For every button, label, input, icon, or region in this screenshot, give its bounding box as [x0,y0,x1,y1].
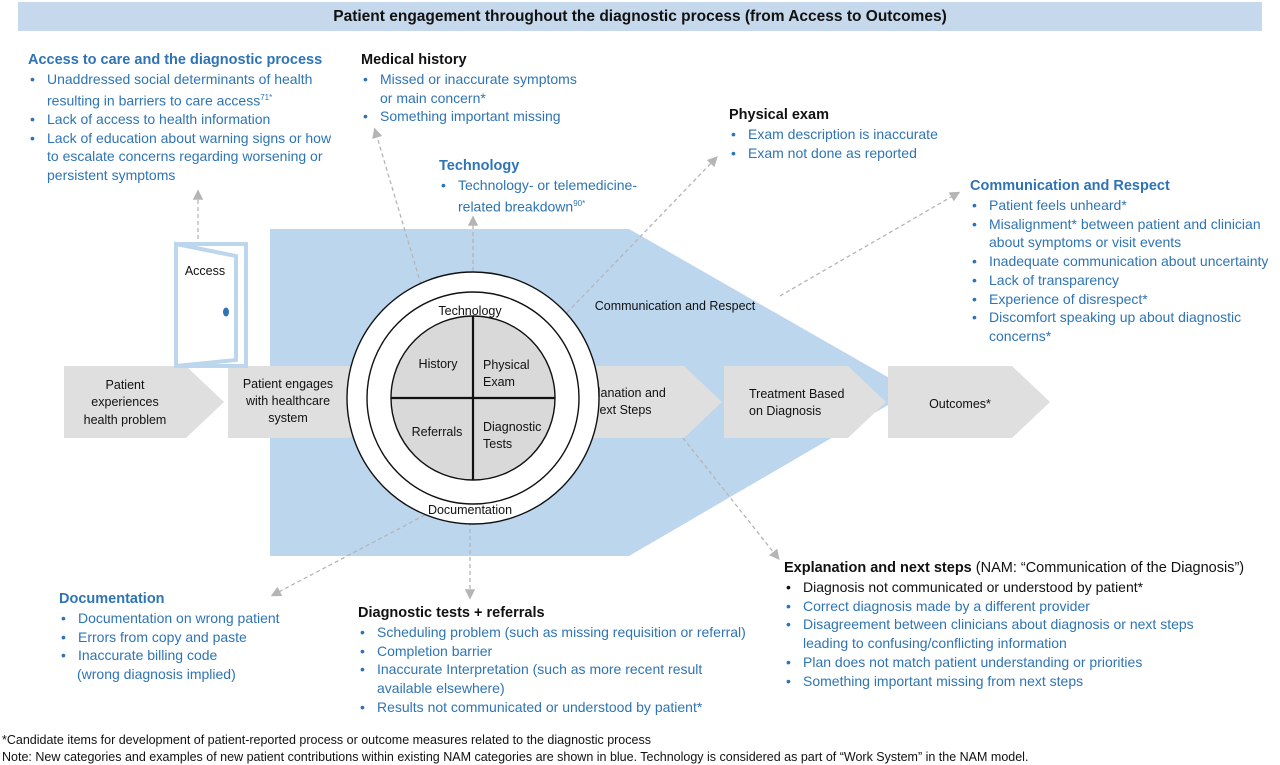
list-item: Plan does not match patient understandin… [784,653,1264,672]
chevron-1 [64,366,224,438]
chevron-4 [724,366,886,438]
explanation-section: Explanation and next steps (NAM: “Commun… [784,559,1264,690]
diagnostic-circle [346,271,600,525]
chevron-5 [888,366,1050,438]
documentation-section: Documentation Documentation on wrong pat… [59,590,319,684]
footnote-candidate-items: *Candidate items for development of pati… [2,733,651,747]
list-item: Experience of disrespect* [970,290,1280,309]
list-item: Patient feels unheard* [970,196,1280,215]
reference-marker: 71* [260,92,273,102]
connector-documentation [270,514,426,597]
list-item: Results not communicated or understood b… [358,698,758,717]
list-item: Misalignment* between patient and clinic… [970,215,1280,252]
quadrant-history: History [419,357,459,371]
list-item: Lack of education about warning signs or… [28,129,338,185]
page-title: Patient engagement throughout the diagno… [18,2,1262,31]
diagnostic-tests-section: Diagnostic tests + referrals Scheduling … [358,604,758,717]
list-item: Unaddressed social determinants of healt… [28,70,338,110]
door-label: Access [185,264,225,278]
door-icon [174,241,248,369]
list-item: Something important missing from next st… [784,672,1264,691]
explanation-heading: Explanation and next steps (NAM: “Commun… [784,560,1245,576]
list-item: Technology- or telemedicine-related brea… [439,176,659,216]
diagnostic-tests-heading: Diagnostic tests + referrals [358,605,545,621]
list-item: Lack of access to health information [28,110,338,129]
list-item: Inaccurate Interpretation (such as more … [358,660,717,697]
connector-communication [779,191,961,297]
list-item: Correct diagnosis made by a different pr… [784,597,1264,616]
list-item: Missed or inaccurate symptoms or main co… [361,70,591,107]
ring-technology-label: Technology [438,304,502,318]
quadrant-referrals: Referrals [412,425,463,439]
communication-heading: Communication and Respect [970,178,1170,194]
step-5-label: Outcomes* [929,397,991,411]
documentation-heading: Documentation [59,591,165,607]
medical-history-section: Medical history Missed or inaccurate sym… [361,51,591,126]
list-item: Discomfort speaking up about diagnostic … [970,308,1280,345]
physical-exam-section: Physical exam Exam description is inaccu… [729,106,969,162]
list-item: Inaccurate billing code [59,646,319,665]
band-communication-label: Communication and Respect [595,299,756,313]
list-item: Completion barrier [358,642,758,661]
list-item: Inadequate communication about uncertain… [970,252,1280,271]
technology-heading: Technology [439,158,520,174]
list-item: (wrong diagnosis implied) [77,666,236,683]
communication-section: Communication and Respect Patient feels … [970,177,1280,346]
list-item: Disagreement between clinicians about di… [784,615,1223,652]
list-item: Documentation on wrong patient [59,609,319,628]
connector-history [372,127,434,326]
medical-history-heading: Medical history [361,52,467,68]
chevron-3 [560,366,722,438]
list-item: Diagnosis not communicated or understood… [784,578,1264,597]
list-item: Exam not done as reported [729,144,969,163]
access-section: Access to care and the diagnostic proces… [28,51,338,185]
technology-section: Technology Technology- or telemedicine-r… [439,157,659,216]
explanation-heading-suffix: (NAM: “Communication of the Diagnosis”) [971,560,1245,576]
list-item: Errors from copy and paste [59,628,319,647]
ring-documentation-label: Documentation [428,503,512,517]
footnote-note: Note: New categories and examples of new… [2,750,1029,764]
reference-marker: 90* [573,198,586,208]
list-item: Scheduling problem (such as missing requ… [358,623,758,642]
list-item: Lack of transparency [970,271,1280,290]
list-item: Something important missing [361,107,591,126]
access-heading: Access to care and the diagnostic proces… [28,52,323,68]
list-item: Exam description is inaccurate [729,125,969,144]
connector-explanation [682,437,780,561]
physical-exam-heading: Physical exam [729,107,829,123]
